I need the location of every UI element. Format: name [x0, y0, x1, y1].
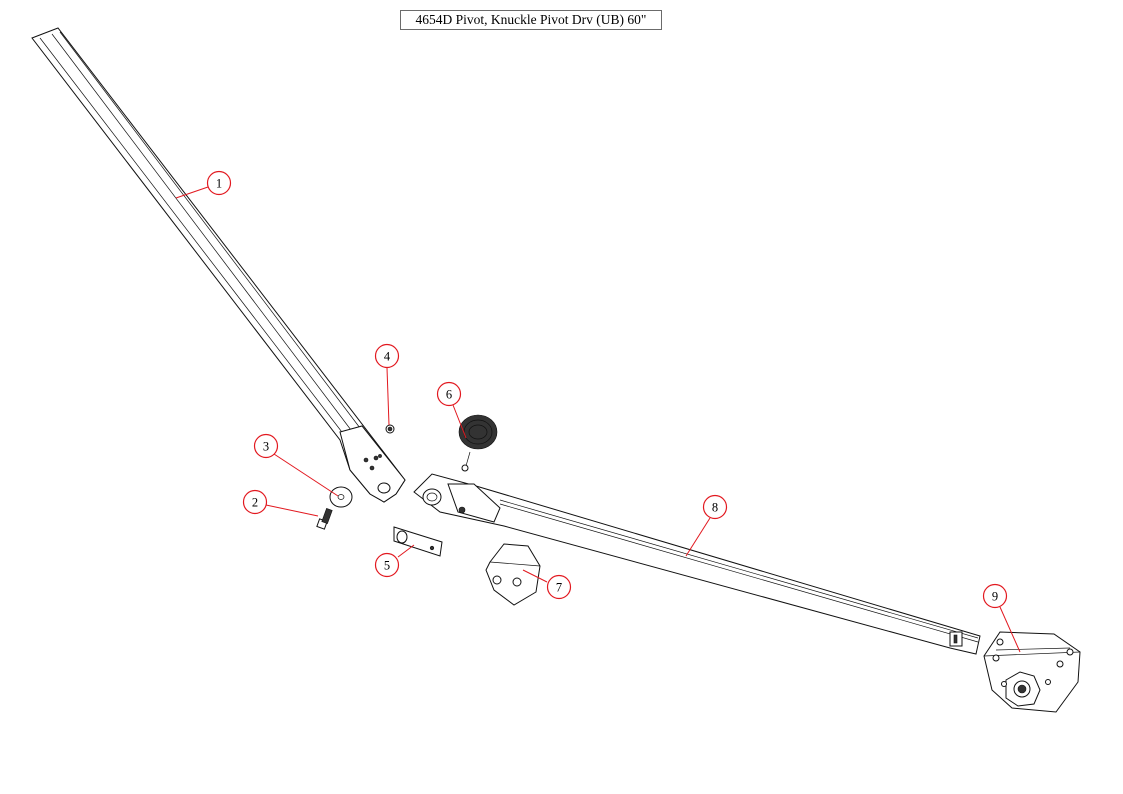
part-7-clamp-block: [485, 543, 541, 606]
callout-9: 9: [982, 583, 1008, 609]
leader-line-8: [685, 517, 711, 557]
svg-text:4: 4: [384, 350, 391, 364]
callout-2: 2: [242, 489, 268, 515]
part-2-bolt: [316, 508, 333, 530]
leader-line-7: [522, 569, 548, 583]
svg-text:9: 9: [992, 590, 998, 604]
part-3-washer: [329, 486, 353, 508]
part-1-upper-arm: [31, 27, 406, 503]
callout-5: 5: [374, 552, 400, 578]
diagram-title: 4654D Pivot, Knuckle Pivot Drv (UB) 60": [400, 10, 662, 30]
leader-line-2: [265, 504, 319, 517]
svg-text:5: 5: [384, 559, 390, 573]
svg-text:1: 1: [216, 177, 222, 191]
part-9-gearbox: [983, 631, 1081, 713]
leader-line-5: [397, 544, 415, 558]
callout-7: 7: [546, 574, 572, 600]
callout-3: 3: [253, 433, 279, 459]
leader-line-9: [999, 606, 1021, 653]
svg-text:7: 7: [556, 581, 562, 595]
part-8-drive-arm: [413, 473, 981, 655]
part-6-spring: [458, 414, 498, 472]
callout-6: 6: [436, 381, 462, 407]
svg-text:8: 8: [712, 501, 718, 515]
leader-line-1: [175, 186, 209, 199]
part-4-nut: [385, 424, 395, 434]
callout-8: 8: [702, 494, 728, 520]
leader-line-3: [273, 453, 339, 497]
callout-1: 1: [206, 170, 232, 196]
svg-text:6: 6: [446, 388, 452, 402]
svg-text:2: 2: [252, 496, 258, 510]
svg-text:3: 3: [263, 440, 269, 454]
leader-line-4: [386, 367, 390, 426]
callout-4: 4: [374, 343, 400, 369]
leader-line-6: [452, 404, 467, 439]
part-5-bracket-plate: [393, 526, 443, 557]
